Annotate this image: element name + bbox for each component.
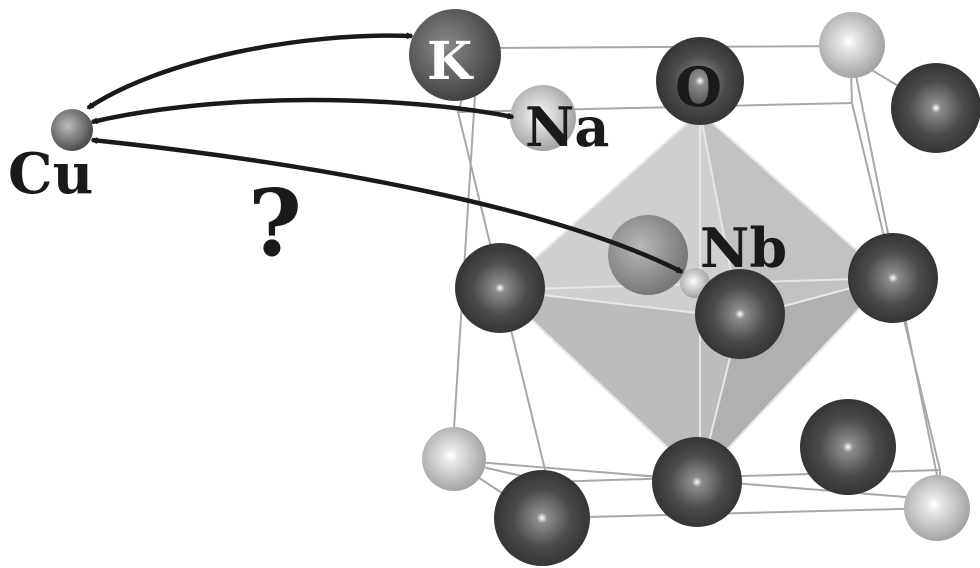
alkali-atoms: [422, 12, 970, 541]
o-label: O: [675, 55, 722, 119]
cu-atom: [51, 109, 93, 151]
cu-na-arrow: [92, 97, 513, 125]
oxygen-atoms: [455, 37, 980, 566]
cu-nb-arrow: [92, 140, 682, 275]
substitution-arrows: [88, 36, 682, 275]
nb-label: Nb: [700, 216, 787, 280]
cu-k-arrow: [88, 36, 412, 110]
na-atom: [510, 85, 576, 151]
na-label: Na: [525, 95, 609, 159]
k-label: K: [427, 31, 474, 92]
k-atom: [409, 9, 501, 101]
question-mark: ?: [248, 169, 302, 277]
cu-label: Cu: [8, 141, 93, 207]
